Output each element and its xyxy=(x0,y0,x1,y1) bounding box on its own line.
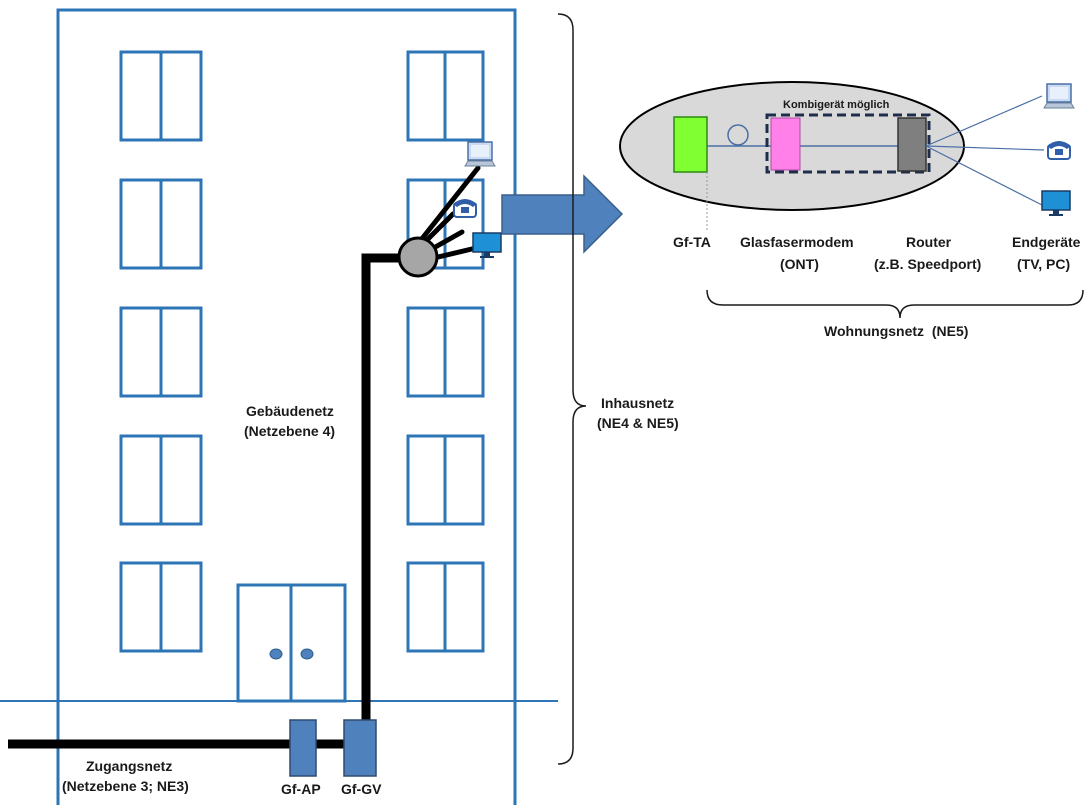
label-gf-ta: Gf-TA xyxy=(673,234,711,250)
fiber-modem-box xyxy=(770,117,801,171)
router-endpoint-links xyxy=(925,95,1045,206)
label-combo-device: Kombigerät möglich xyxy=(783,99,890,111)
monitor-icon xyxy=(1041,190,1071,216)
apartment-brace xyxy=(706,289,1084,319)
door-knob-left xyxy=(269,648,283,660)
monitor-icon xyxy=(472,232,502,258)
zoom-arrow xyxy=(501,174,624,254)
label-access-net-level: (Netzebene 3; NE3) xyxy=(62,778,189,794)
label-apartment-net: Wohnungsnetz (NE5) xyxy=(824,323,968,339)
gf-ap-box xyxy=(289,719,317,777)
gf-ta-box xyxy=(673,116,708,173)
laptop-icon xyxy=(1043,83,1075,109)
windows-right-column xyxy=(406,50,485,653)
telephone-icon xyxy=(1047,141,1071,160)
windows-left-column xyxy=(119,50,203,653)
door-knob-right xyxy=(300,648,314,660)
label-gf-ap: Gf-AP xyxy=(281,781,321,797)
router-box xyxy=(897,117,927,172)
label-modem: Glasfasermodem xyxy=(740,234,854,250)
label-router-example: (z.B. Speedport) xyxy=(874,256,981,272)
building-outline xyxy=(56,8,517,805)
label-endpoints: Endgeräte xyxy=(1012,234,1081,250)
telephone-icon xyxy=(453,199,477,218)
label-building-net-level: (Netzebene 4) xyxy=(244,423,335,439)
label-access-net: Zugangsnetz xyxy=(86,758,172,774)
label-modem-ont: (ONT) xyxy=(780,256,819,272)
label-building-net: Gebäudenetz xyxy=(246,403,334,419)
laptop-icon xyxy=(464,141,496,167)
label-endpoints-examples: (TV, PC) xyxy=(1017,256,1070,272)
inhouse-brace xyxy=(557,13,587,765)
riser-cable xyxy=(361,253,400,722)
gf-gv-box xyxy=(343,719,377,777)
label-inhouse-net: Inhausnetz xyxy=(601,395,674,411)
label-router: Router xyxy=(906,234,952,250)
fiber-coil xyxy=(727,124,749,146)
apartment-node xyxy=(397,236,439,278)
label-gf-gv: Gf-GV xyxy=(341,781,382,797)
combo-device-box xyxy=(765,113,931,174)
entrance-door xyxy=(236,583,347,703)
label-inhouse-net-levels: (NE4 & NE5) xyxy=(597,415,679,431)
